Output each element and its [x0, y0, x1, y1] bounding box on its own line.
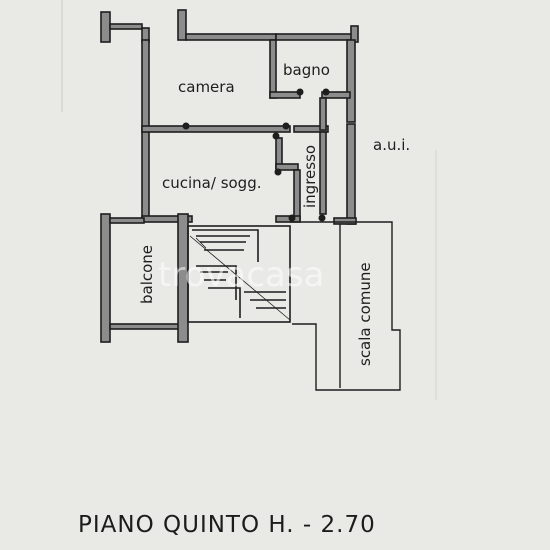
- label-camera: camera: [178, 78, 235, 96]
- stairwell: [187, 225, 291, 323]
- label-aui: a.u.i.: [373, 136, 410, 154]
- label-balcone: balcone: [138, 245, 156, 304]
- label-bagno: bagno: [283, 61, 330, 79]
- label-ingresso: ingresso: [301, 145, 319, 208]
- label-cucina: cucina/ sogg.: [162, 174, 262, 192]
- floor-caption: PIANO QUINTO H. - 2.70: [78, 512, 376, 538]
- label-scala: scala comune: [356, 262, 374, 366]
- walls: [100, 9, 359, 343]
- door-marks: [182, 88, 330, 222]
- common-stair-area: [290, 221, 401, 391]
- watermark: trovacasa: [158, 255, 324, 295]
